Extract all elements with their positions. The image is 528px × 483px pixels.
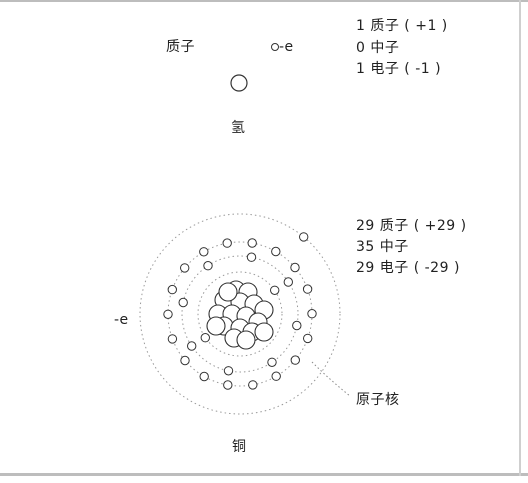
electron bbox=[167, 334, 178, 344]
electron bbox=[246, 252, 257, 262]
electron bbox=[292, 320, 302, 331]
hydrogen-proton bbox=[230, 74, 248, 92]
copper-legend-neutrons: 35 中子 bbox=[356, 239, 409, 255]
electron bbox=[199, 247, 209, 257]
nucleon bbox=[206, 316, 226, 336]
hydrogen-legend-protons: 1 质子 ( +1 ) bbox=[356, 18, 448, 34]
electron bbox=[199, 371, 209, 382]
electron bbox=[283, 277, 293, 287]
electron bbox=[187, 341, 197, 351]
outer-shell bbox=[139, 213, 341, 415]
electron bbox=[200, 333, 211, 343]
nucleon bbox=[236, 330, 256, 350]
electron bbox=[203, 261, 213, 271]
electron bbox=[180, 263, 190, 273]
electron bbox=[222, 238, 232, 248]
electron bbox=[180, 355, 190, 366]
electron bbox=[167, 284, 178, 295]
electron bbox=[271, 246, 281, 257]
top-border bbox=[0, 0, 528, 2]
electron bbox=[223, 380, 233, 390]
proton-label: 质子 bbox=[166, 39, 195, 55]
hydrogen-legend-neutrons: 0 中子 bbox=[356, 40, 400, 56]
hydrogen-legend-electrons: 1 电子 ( -1 ) bbox=[356, 61, 442, 77]
hydrogen-electron-label: -e bbox=[270, 38, 294, 56]
nucleon bbox=[218, 282, 238, 302]
inner-shell bbox=[197, 271, 283, 357]
electron bbox=[247, 238, 257, 248]
electron bbox=[303, 333, 313, 344]
nucleus-pointer bbox=[311, 361, 351, 397]
electron bbox=[307, 309, 317, 319]
hydrogen-name: 氢 bbox=[231, 120, 246, 136]
bottom-border bbox=[0, 473, 528, 476]
hydrogen-electron-text: -e bbox=[279, 39, 294, 55]
right-border bbox=[519, 0, 521, 476]
electron bbox=[290, 355, 300, 365]
electron bbox=[178, 297, 188, 308]
copper-electrons bbox=[163, 232, 317, 390]
nucleus-label: 原子核 bbox=[356, 392, 400, 408]
electron bbox=[223, 366, 234, 376]
second-shell bbox=[181, 255, 299, 373]
nucleon bbox=[254, 322, 274, 342]
electron bbox=[299, 232, 309, 242]
electron bbox=[163, 309, 173, 319]
copper-legend-protons: 29 质子 ( +29 ) bbox=[356, 218, 467, 234]
copper-electron-label: -e bbox=[114, 312, 129, 328]
electron bbox=[271, 371, 281, 381]
electron bbox=[302, 284, 313, 294]
copper-name: 铜 bbox=[232, 439, 247, 455]
electron bbox=[290, 262, 300, 273]
electron bbox=[270, 285, 280, 295]
electron bbox=[267, 357, 277, 367]
hydrogen-electron bbox=[271, 43, 279, 51]
copper-nucleus bbox=[206, 280, 274, 350]
electron bbox=[248, 380, 258, 390]
copper-legend-electrons: 29 电子 ( -29 ) bbox=[356, 260, 460, 276]
